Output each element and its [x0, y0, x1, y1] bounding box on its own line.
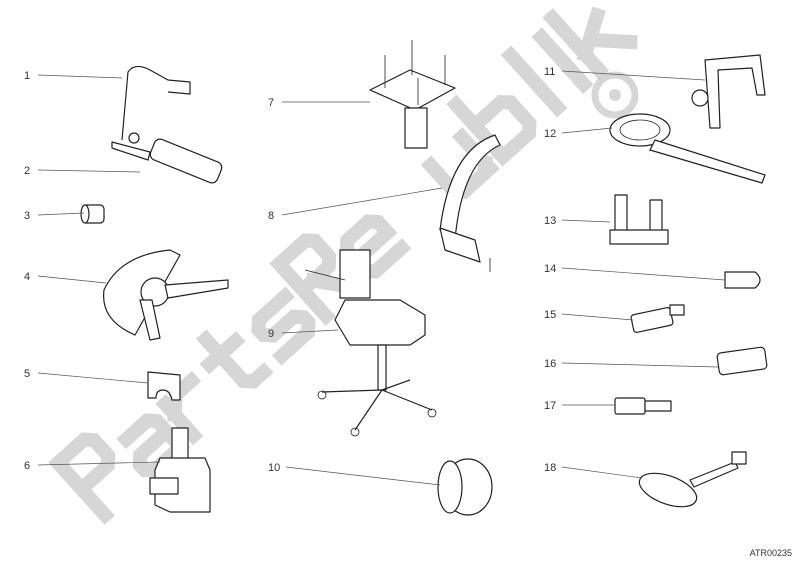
watermark-letter [251, 286, 316, 366]
watermark-letter [196, 329, 274, 389]
tool-17 [614, 397, 672, 415]
tool-9 [304, 249, 437, 437]
tool-11 [691, 54, 766, 129]
watermark [48, 6, 638, 525]
watermark-letter [48, 432, 116, 525]
callout-12: 12 [544, 128, 556, 140]
tool-5 [147, 371, 181, 401]
gear-icon [591, 71, 639, 119]
tool-12 [609, 113, 766, 184]
callout-10: 10 [268, 462, 280, 474]
callout-11: 11 [544, 66, 555, 78]
callout-7: 7 [268, 97, 274, 109]
watermark-letter [446, 94, 537, 167]
tool-15 [630, 304, 685, 334]
tool-10 [437, 458, 493, 516]
callout-9: 9 [268, 328, 274, 340]
tool-8 [439, 134, 501, 272]
callout-17: 17 [544, 400, 556, 412]
tool-16 [716, 346, 768, 376]
tool-6 [149, 427, 211, 513]
callout-8: 8 [268, 210, 274, 222]
watermark-letter [500, 45, 568, 118]
watermark-letter [542, 6, 638, 80]
callout-3: 3 [24, 210, 30, 222]
tool-7 [369, 40, 456, 149]
drawing-code: ATR00235 [749, 548, 792, 558]
tool-2 [111, 138, 223, 184]
callout-16: 16 [544, 358, 556, 370]
watermark-letter [339, 214, 412, 279]
leader-lines [37, 70, 726, 486]
tool-18 [638, 451, 747, 508]
callout-15: 15 [544, 309, 556, 321]
callout-18: 18 [544, 462, 556, 474]
callout-2: 2 [24, 165, 30, 177]
tool-3 [80, 204, 105, 224]
watermark-letter [531, 27, 594, 94]
tool-14 [724, 271, 761, 289]
callout-4: 4 [24, 271, 30, 283]
callout-6: 6 [24, 460, 30, 472]
tool-4 [103, 249, 229, 341]
callout-1: 1 [24, 70, 30, 82]
callout-14: 14 [544, 263, 556, 275]
callouts: 1 2 3 4 5 6 7 8 9 10 11 12 13 14 15 16 1… [24, 66, 556, 474]
tool-1 [121, 65, 191, 144]
callout-13: 13 [544, 215, 556, 227]
tool-13 [609, 194, 669, 245]
callout-5: 5 [24, 368, 30, 380]
